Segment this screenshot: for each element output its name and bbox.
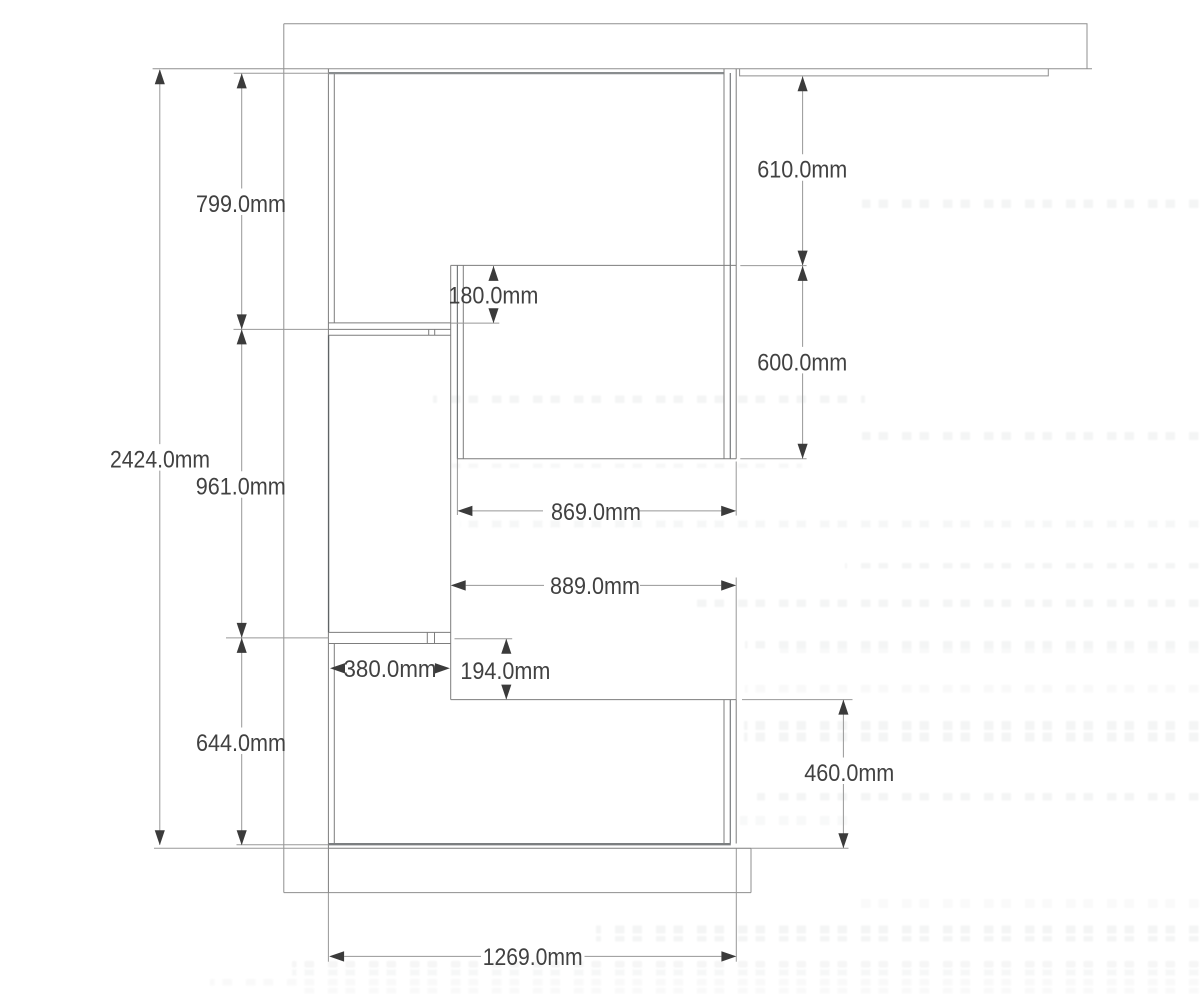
svg-text:869.0mm: 869.0mm xyxy=(551,499,641,526)
svg-text:889.0mm: 889.0mm xyxy=(550,573,640,600)
svg-text:644.0mm: 644.0mm xyxy=(196,730,286,757)
svg-text:380.0mm: 380.0mm xyxy=(344,656,437,683)
svg-text:460.0mm: 460.0mm xyxy=(804,760,894,787)
svg-text:600.0mm: 600.0mm xyxy=(757,349,847,376)
svg-text:799.0mm: 799.0mm xyxy=(196,191,286,218)
svg-text:1269.0mm: 1269.0mm xyxy=(483,944,583,971)
svg-text:961.0mm: 961.0mm xyxy=(196,474,286,501)
svg-text:194.0mm: 194.0mm xyxy=(460,658,550,685)
svg-text:180.0mm: 180.0mm xyxy=(448,283,538,310)
svg-text:2424.0mm: 2424.0mm xyxy=(110,447,210,474)
svg-text:610.0mm: 610.0mm xyxy=(757,157,847,184)
